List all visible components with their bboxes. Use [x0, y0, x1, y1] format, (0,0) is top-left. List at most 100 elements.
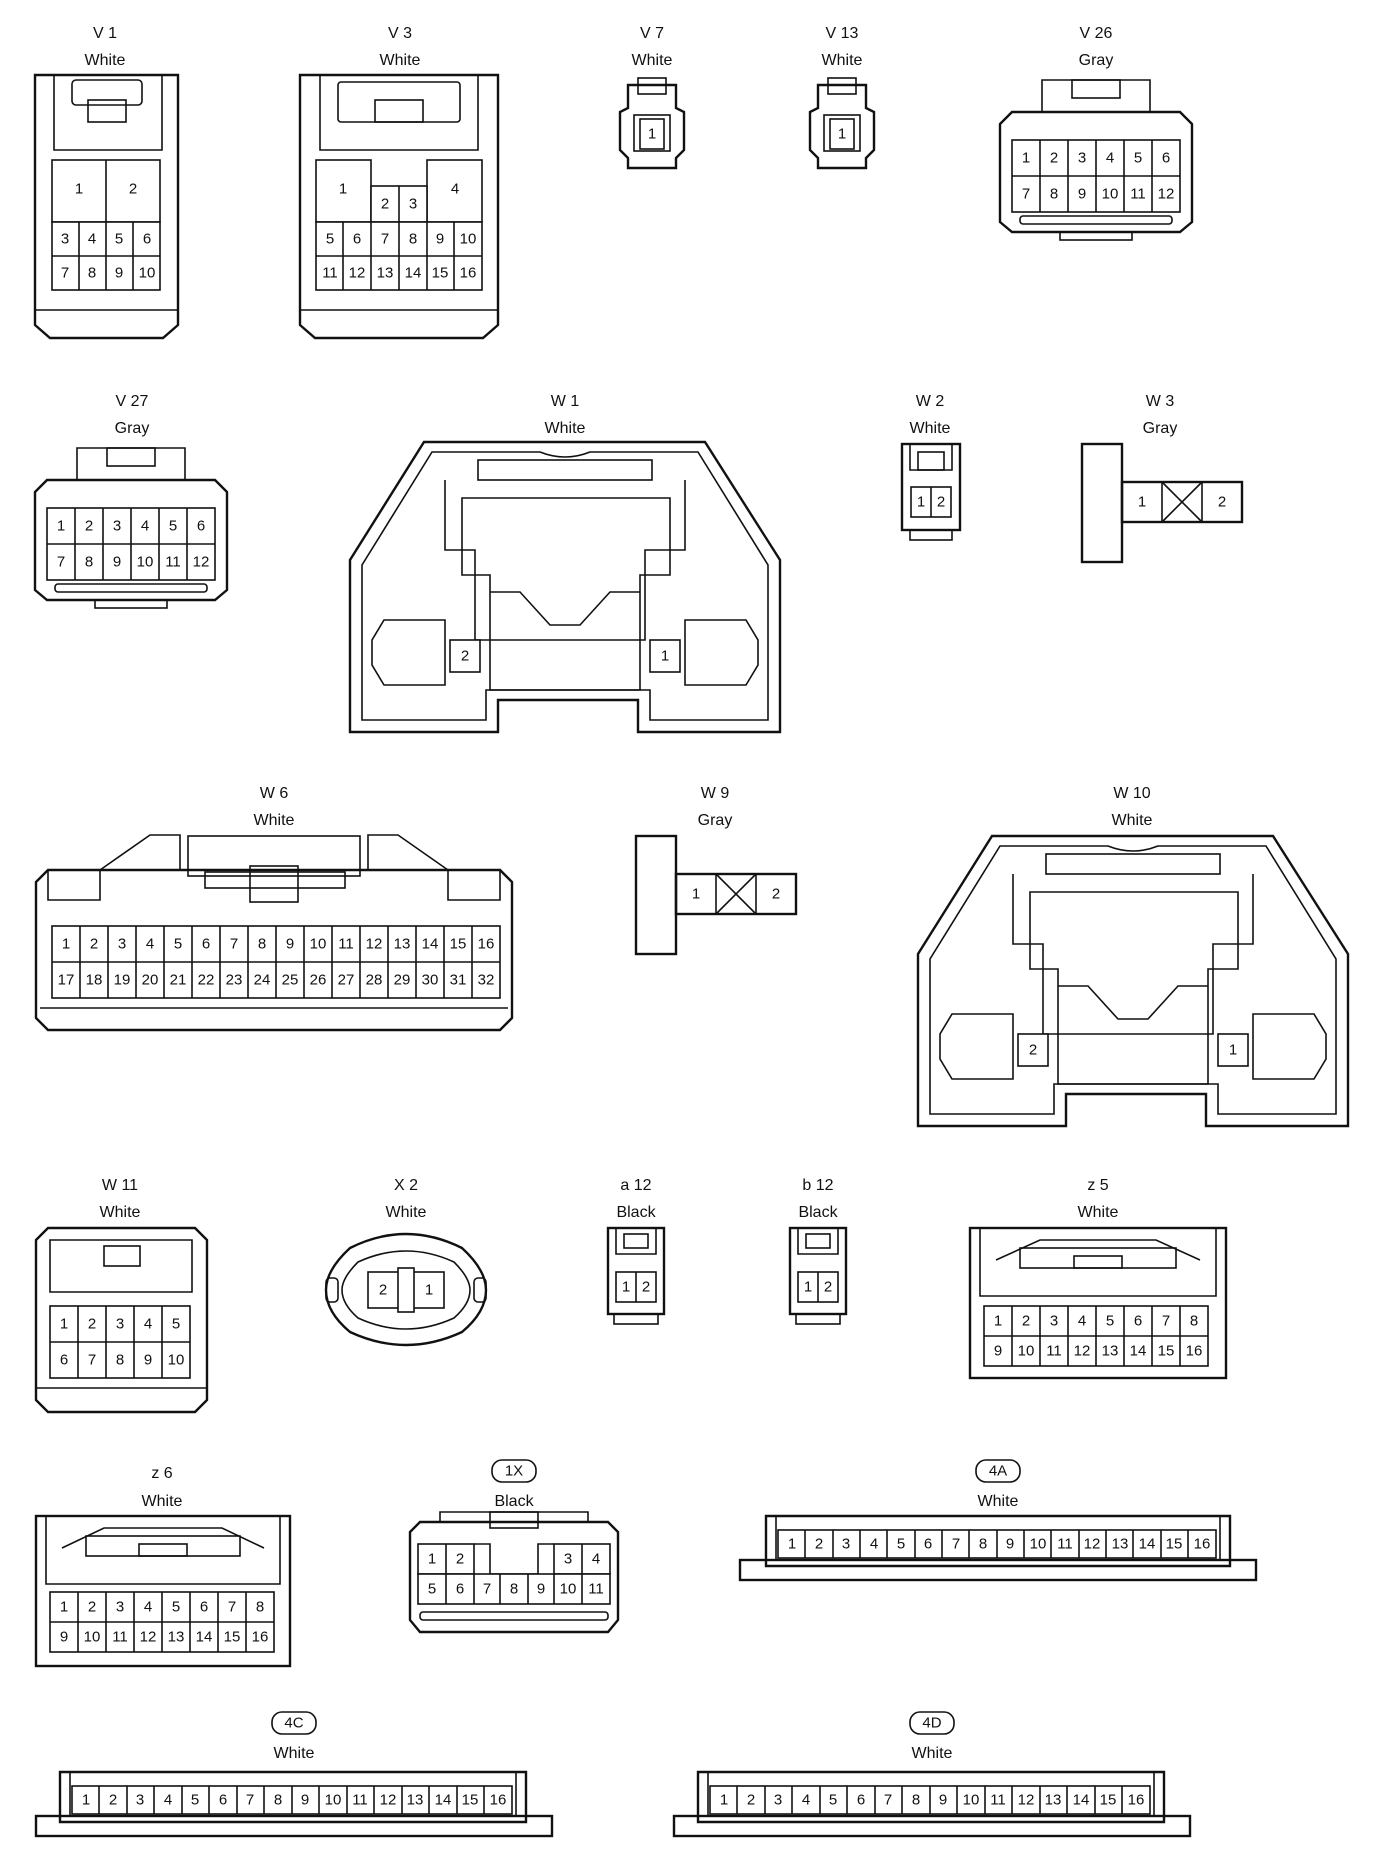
- connector-color: Gray: [1143, 420, 1178, 437]
- connector-color: White: [142, 1493, 183, 1510]
- pin-number: 15: [1100, 1792, 1117, 1809]
- pin-number: 11: [112, 1629, 128, 1646]
- pin-number: 14: [435, 1792, 452, 1809]
- pin-number: 9: [1078, 186, 1086, 203]
- pin-number: 9: [1006, 1536, 1014, 1553]
- pin-number: 3: [1078, 150, 1086, 167]
- pin-number: 12: [380, 1792, 397, 1809]
- connector-w10: W 10 White 2 1: [916, 785, 1350, 1128]
- pin-number: 12: [1074, 1343, 1091, 1360]
- pin-number: 32: [478, 972, 495, 989]
- pin-number: 15: [432, 265, 449, 282]
- pin-number: 17: [58, 972, 75, 989]
- pin-number: 9: [537, 1581, 545, 1598]
- pin-number: 27: [338, 972, 355, 989]
- pin-number: 3: [774, 1792, 782, 1809]
- pin-number: 4: [144, 1316, 152, 1333]
- pin-number: 1: [425, 1282, 433, 1299]
- pin-number: 1: [1229, 1042, 1237, 1059]
- pin-number: 8: [1050, 186, 1058, 203]
- connector-code: W 6: [260, 785, 289, 802]
- connector-color: White: [100, 1204, 141, 1221]
- pin-number: 22: [198, 972, 215, 989]
- pin-number: 11: [1057, 1536, 1073, 1553]
- connector-color: Black: [494, 1493, 534, 1510]
- connector-code: V 1: [93, 25, 117, 42]
- connector-code: 4A: [989, 1463, 1007, 1480]
- pin-number: 10: [168, 1352, 185, 1369]
- pin-number: 2: [456, 1551, 464, 1568]
- pin-number: 6: [60, 1352, 68, 1369]
- pin-number: 8: [1190, 1313, 1198, 1330]
- pin-number: 7: [57, 554, 65, 571]
- pin-number: 4: [1106, 150, 1114, 167]
- pin-number: 14: [1139, 1536, 1156, 1553]
- pin-number: 4: [146, 936, 154, 953]
- connector-code: W 11: [102, 1177, 138, 1194]
- pin-number: 2: [815, 1536, 823, 1553]
- pin-number: 1: [339, 181, 347, 198]
- pin-number: 4: [88, 231, 96, 248]
- connector-color: White: [274, 1745, 315, 1762]
- pin-number: 12: [1158, 186, 1175, 203]
- pin-number: 4: [592, 1551, 600, 1568]
- pin-number: 7: [381, 231, 389, 248]
- pin-number: 16: [1128, 1792, 1145, 1809]
- pin-number: 3: [116, 1316, 124, 1333]
- pin-number: 16: [490, 1792, 507, 1809]
- pin-number: 13: [394, 936, 411, 953]
- connector-code: z 6: [151, 1465, 172, 1482]
- connector-color: White: [822, 52, 863, 69]
- pin-number: 4: [802, 1792, 810, 1809]
- pin-number: 3: [116, 1599, 124, 1616]
- pin-number: 16: [1194, 1536, 1211, 1553]
- pin-number: 11: [322, 265, 338, 282]
- pin-number: 9: [144, 1352, 152, 1369]
- pin-number: 7: [1162, 1313, 1170, 1330]
- pin-number: 5: [829, 1792, 837, 1809]
- pin-number: 3: [113, 518, 121, 535]
- pin-number: 14: [196, 1629, 213, 1646]
- pin-number: 3: [136, 1792, 144, 1809]
- pin-number: 1: [57, 518, 65, 535]
- pin-number: 6: [456, 1581, 464, 1598]
- pin-number: 1: [720, 1792, 728, 1809]
- pin-number: 5: [1134, 150, 1142, 167]
- pin-number: 9: [994, 1343, 1002, 1360]
- pin-number: 5: [115, 231, 123, 248]
- pin-number: 2: [642, 1279, 650, 1296]
- connector-color: White: [1078, 1204, 1119, 1221]
- pin-number: 2: [1050, 150, 1058, 167]
- pin-number: 1: [917, 494, 925, 511]
- pin-number: 7: [246, 1792, 254, 1809]
- pin-number: 11: [1046, 1343, 1062, 1360]
- pin-number: 1: [804, 1279, 812, 1296]
- pin-number: 1: [60, 1599, 68, 1616]
- connector-code: W 1: [551, 393, 580, 410]
- pin-number: 10: [963, 1792, 980, 1809]
- pin-number: 9: [113, 554, 121, 571]
- pin-number: 6: [1134, 1313, 1142, 1330]
- connector-code: V 3: [388, 25, 412, 42]
- pin-number: 5: [174, 936, 182, 953]
- pin-number: 14: [1130, 1343, 1147, 1360]
- pin-number: 8: [912, 1792, 920, 1809]
- pin-number: 2: [381, 196, 389, 213]
- pin-number: 9: [939, 1792, 947, 1809]
- pin-number: 1: [838, 126, 846, 143]
- pin-number: 7: [61, 265, 69, 282]
